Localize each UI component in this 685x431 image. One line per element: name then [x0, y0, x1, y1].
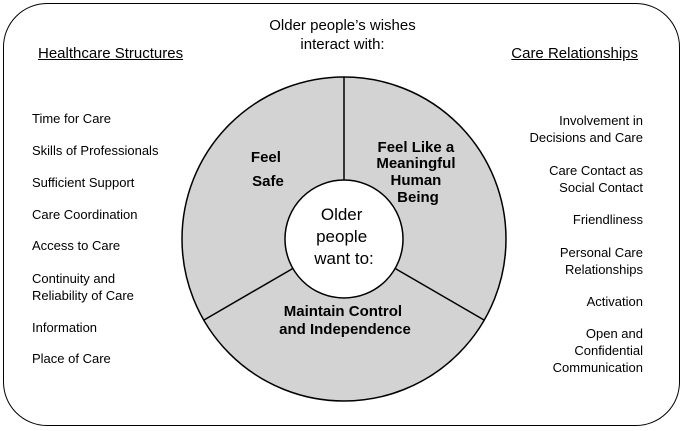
list-item: Access to Care	[32, 238, 121, 253]
list-item: Sufficient Support	[32, 175, 135, 190]
list-item: Skills of Professionals	[32, 143, 159, 158]
center-circle	[284, 179, 404, 299]
divider-right	[383, 261, 485, 321]
diagram-title: Older people’s wishes interact with:	[200, 16, 485, 54]
segment-meaningful-label: Feel Like a Meaningful Human Being	[376, 139, 459, 206]
healthcare-structures-heading: Healthcare Structures	[38, 45, 184, 62]
segment-feel-safe-label: Feel Safe	[251, 149, 285, 190]
segment-control-label: Maintain Control and Independence	[279, 303, 411, 338]
list-item: Care Coordination	[32, 207, 138, 222]
list-item: Friendliness	[572, 212, 643, 227]
list-item: Information	[32, 320, 98, 335]
divider-left	[203, 261, 305, 321]
list-item: Time for Care	[32, 111, 111, 126]
center-label: Older people want to:	[313, 205, 374, 268]
care-relationships-heading: Care Relationships	[511, 45, 638, 62]
diagram-frame	[3, 3, 680, 426]
title-line-2: interact with:	[300, 36, 385, 53]
title-line-1: Older people’s wishes	[269, 17, 416, 34]
list-item: Place of Care	[32, 351, 111, 366]
list-item: Activation	[586, 294, 643, 309]
